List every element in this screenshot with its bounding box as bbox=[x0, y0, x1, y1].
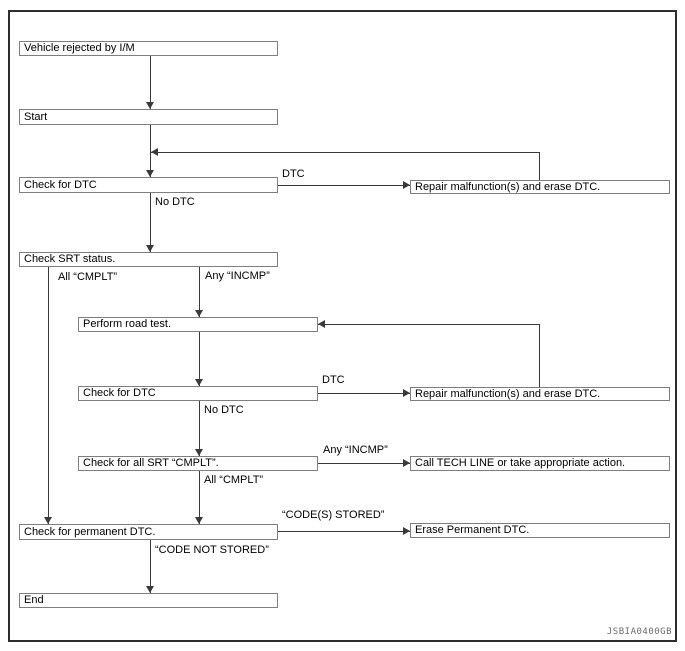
edge-label-codes-stored: “CODE(S) STORED” bbox=[282, 509, 385, 521]
connector-line bbox=[150, 125, 151, 177]
connector-line bbox=[278, 531, 410, 532]
connector-line bbox=[318, 324, 539, 325]
arrowhead-icon bbox=[403, 459, 410, 467]
connector-line bbox=[199, 332, 200, 386]
edge-label-any-incmp-2: Any “INCMP” bbox=[323, 444, 388, 456]
edge-label-any-incmp-1: Any “INCMP” bbox=[205, 270, 270, 282]
arrowhead-icon bbox=[195, 310, 203, 317]
connector-line bbox=[318, 463, 410, 464]
flow-box-call-tech-line: Call TECH LINE or take appropriate actio… bbox=[410, 456, 670, 471]
connector-line bbox=[150, 540, 151, 593]
edge-label-dtc-2: DTC bbox=[322, 374, 345, 386]
arrowhead-icon bbox=[195, 449, 203, 456]
connector-line bbox=[318, 393, 410, 394]
connector-line bbox=[151, 152, 539, 153]
flow-box-check-all-srt: Check for all SRT “CMPLT”. bbox=[78, 456, 318, 471]
connector-line bbox=[199, 471, 200, 524]
edge-label-no-dtc-2: No DTC bbox=[204, 404, 244, 416]
flow-box-erase-permanent: Erase Permanent DTC. bbox=[410, 523, 670, 538]
flow-box-road-test: Perform road test. bbox=[78, 317, 318, 332]
connector-line bbox=[150, 193, 151, 252]
connector-line bbox=[150, 56, 151, 109]
flow-box-check-dtc-1: Check for DTC bbox=[19, 177, 278, 193]
connector-line bbox=[48, 267, 49, 524]
connector-line bbox=[199, 267, 200, 317]
flow-box-repair-dtc-1: Repair malfunction(s) and erase DTC. bbox=[410, 180, 670, 194]
arrowhead-icon bbox=[44, 517, 52, 524]
arrowhead-icon bbox=[318, 320, 325, 328]
connector-line bbox=[539, 152, 540, 180]
connector-line bbox=[278, 185, 410, 186]
arrowhead-icon bbox=[403, 389, 410, 397]
flow-box-vehicle-rejected: Vehicle rejected by I/M bbox=[19, 41, 278, 56]
arrowhead-icon bbox=[151, 148, 158, 156]
flow-box-end: End bbox=[19, 593, 278, 608]
arrowhead-icon bbox=[403, 181, 410, 189]
arrowhead-icon bbox=[146, 170, 154, 177]
flow-box-check-permanent: Check for permanent DTC. bbox=[19, 524, 278, 540]
arrowhead-icon bbox=[146, 245, 154, 252]
arrowhead-icon bbox=[146, 102, 154, 109]
figure-code-label: JSBIA0400GB bbox=[606, 627, 672, 637]
arrowhead-icon bbox=[146, 586, 154, 593]
edge-label-dtc-1: DTC bbox=[282, 168, 305, 180]
edge-label-no-dtc-1: No DTC bbox=[155, 196, 195, 208]
connector-line bbox=[199, 401, 200, 456]
edge-label-all-cmplt-2: All “CMPLT” bbox=[204, 474, 264, 486]
arrowhead-icon bbox=[195, 379, 203, 386]
arrowhead-icon bbox=[195, 517, 203, 524]
edge-label-all-cmplt-1: All “CMPLT” bbox=[58, 271, 118, 283]
arrowhead-icon bbox=[403, 527, 410, 535]
connector-line bbox=[539, 324, 540, 387]
flow-box-start: Start bbox=[19, 109, 278, 125]
flow-box-check-dtc-2: Check for DTC bbox=[78, 386, 318, 401]
flow-box-check-srt: Check SRT status. bbox=[19, 252, 278, 267]
edge-label-code-not-stored: “CODE NOT STORED” bbox=[155, 544, 269, 556]
flow-box-repair-dtc-2: Repair malfunction(s) and erase DTC. bbox=[410, 387, 670, 401]
